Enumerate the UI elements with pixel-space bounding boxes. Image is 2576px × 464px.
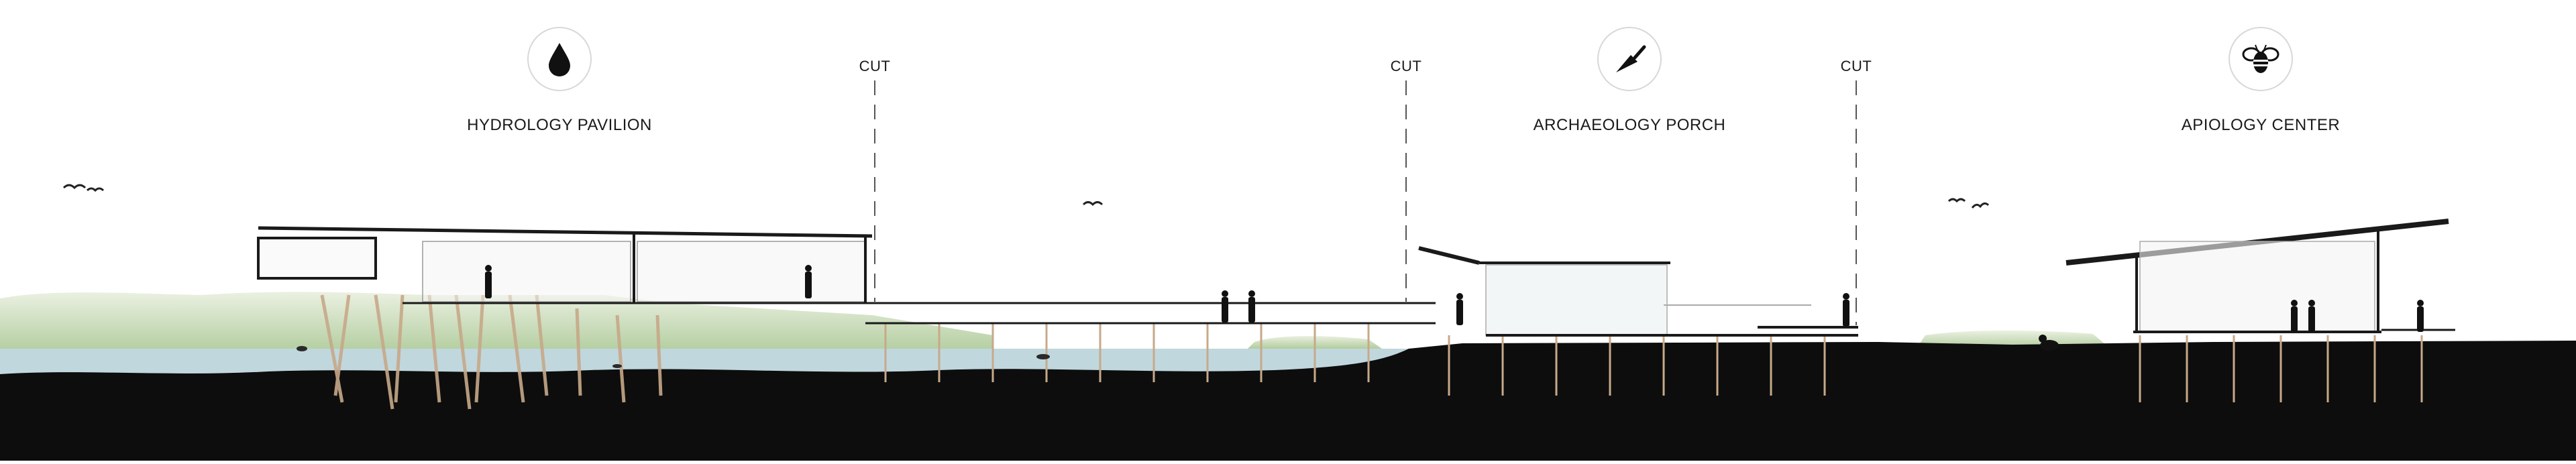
person (1456, 293, 1463, 325)
trowel-icon (1597, 27, 1662, 91)
ground-mass (0, 341, 2576, 461)
bird (62, 184, 87, 190)
bee-icon (2229, 27, 2293, 91)
water-drop-icon (527, 27, 592, 91)
cut-label-2: CUT (1390, 58, 1422, 74)
people-silhouettes (485, 265, 2424, 351)
person (805, 265, 812, 298)
bird (1971, 202, 1990, 209)
stilts-archaeology (1448, 335, 1826, 396)
archaeology-porch (1418, 246, 1858, 337)
person (1248, 290, 1255, 323)
apiology-center-label: APIOLOGY CENTER (2181, 116, 2341, 134)
bird (86, 187, 105, 192)
person (1843, 293, 1849, 327)
cut-label-3: CUT (1840, 58, 1872, 74)
person (2291, 300, 2298, 332)
birds (62, 184, 1990, 209)
hydrology-pavilion (257, 226, 873, 304)
cut-lines (874, 80, 1857, 325)
boardwalk (865, 302, 1436, 325)
bird (1082, 201, 1104, 207)
water-body (0, 349, 1409, 375)
person (485, 265, 492, 298)
fish (297, 346, 1050, 368)
person (2308, 300, 2315, 332)
person-crouching (2039, 335, 2059, 351)
stilts-hydrology (320, 294, 663, 410)
hydrology-pavilion-label: HYDROLOGY PAVILION (467, 116, 652, 134)
apiology-center (2065, 219, 2455, 333)
field-grass (1919, 330, 2106, 345)
marsh-grass (0, 292, 993, 349)
archaeology-porch-label: ARCHAEOLOGY PORCH (1533, 116, 1726, 134)
cut-label-1: CUT (859, 58, 891, 74)
person (1222, 290, 1228, 323)
stilts-apiology (2139, 335, 2423, 402)
stilts-boardwalk (884, 323, 1370, 382)
bird (1947, 198, 1966, 203)
person (2417, 300, 2424, 332)
